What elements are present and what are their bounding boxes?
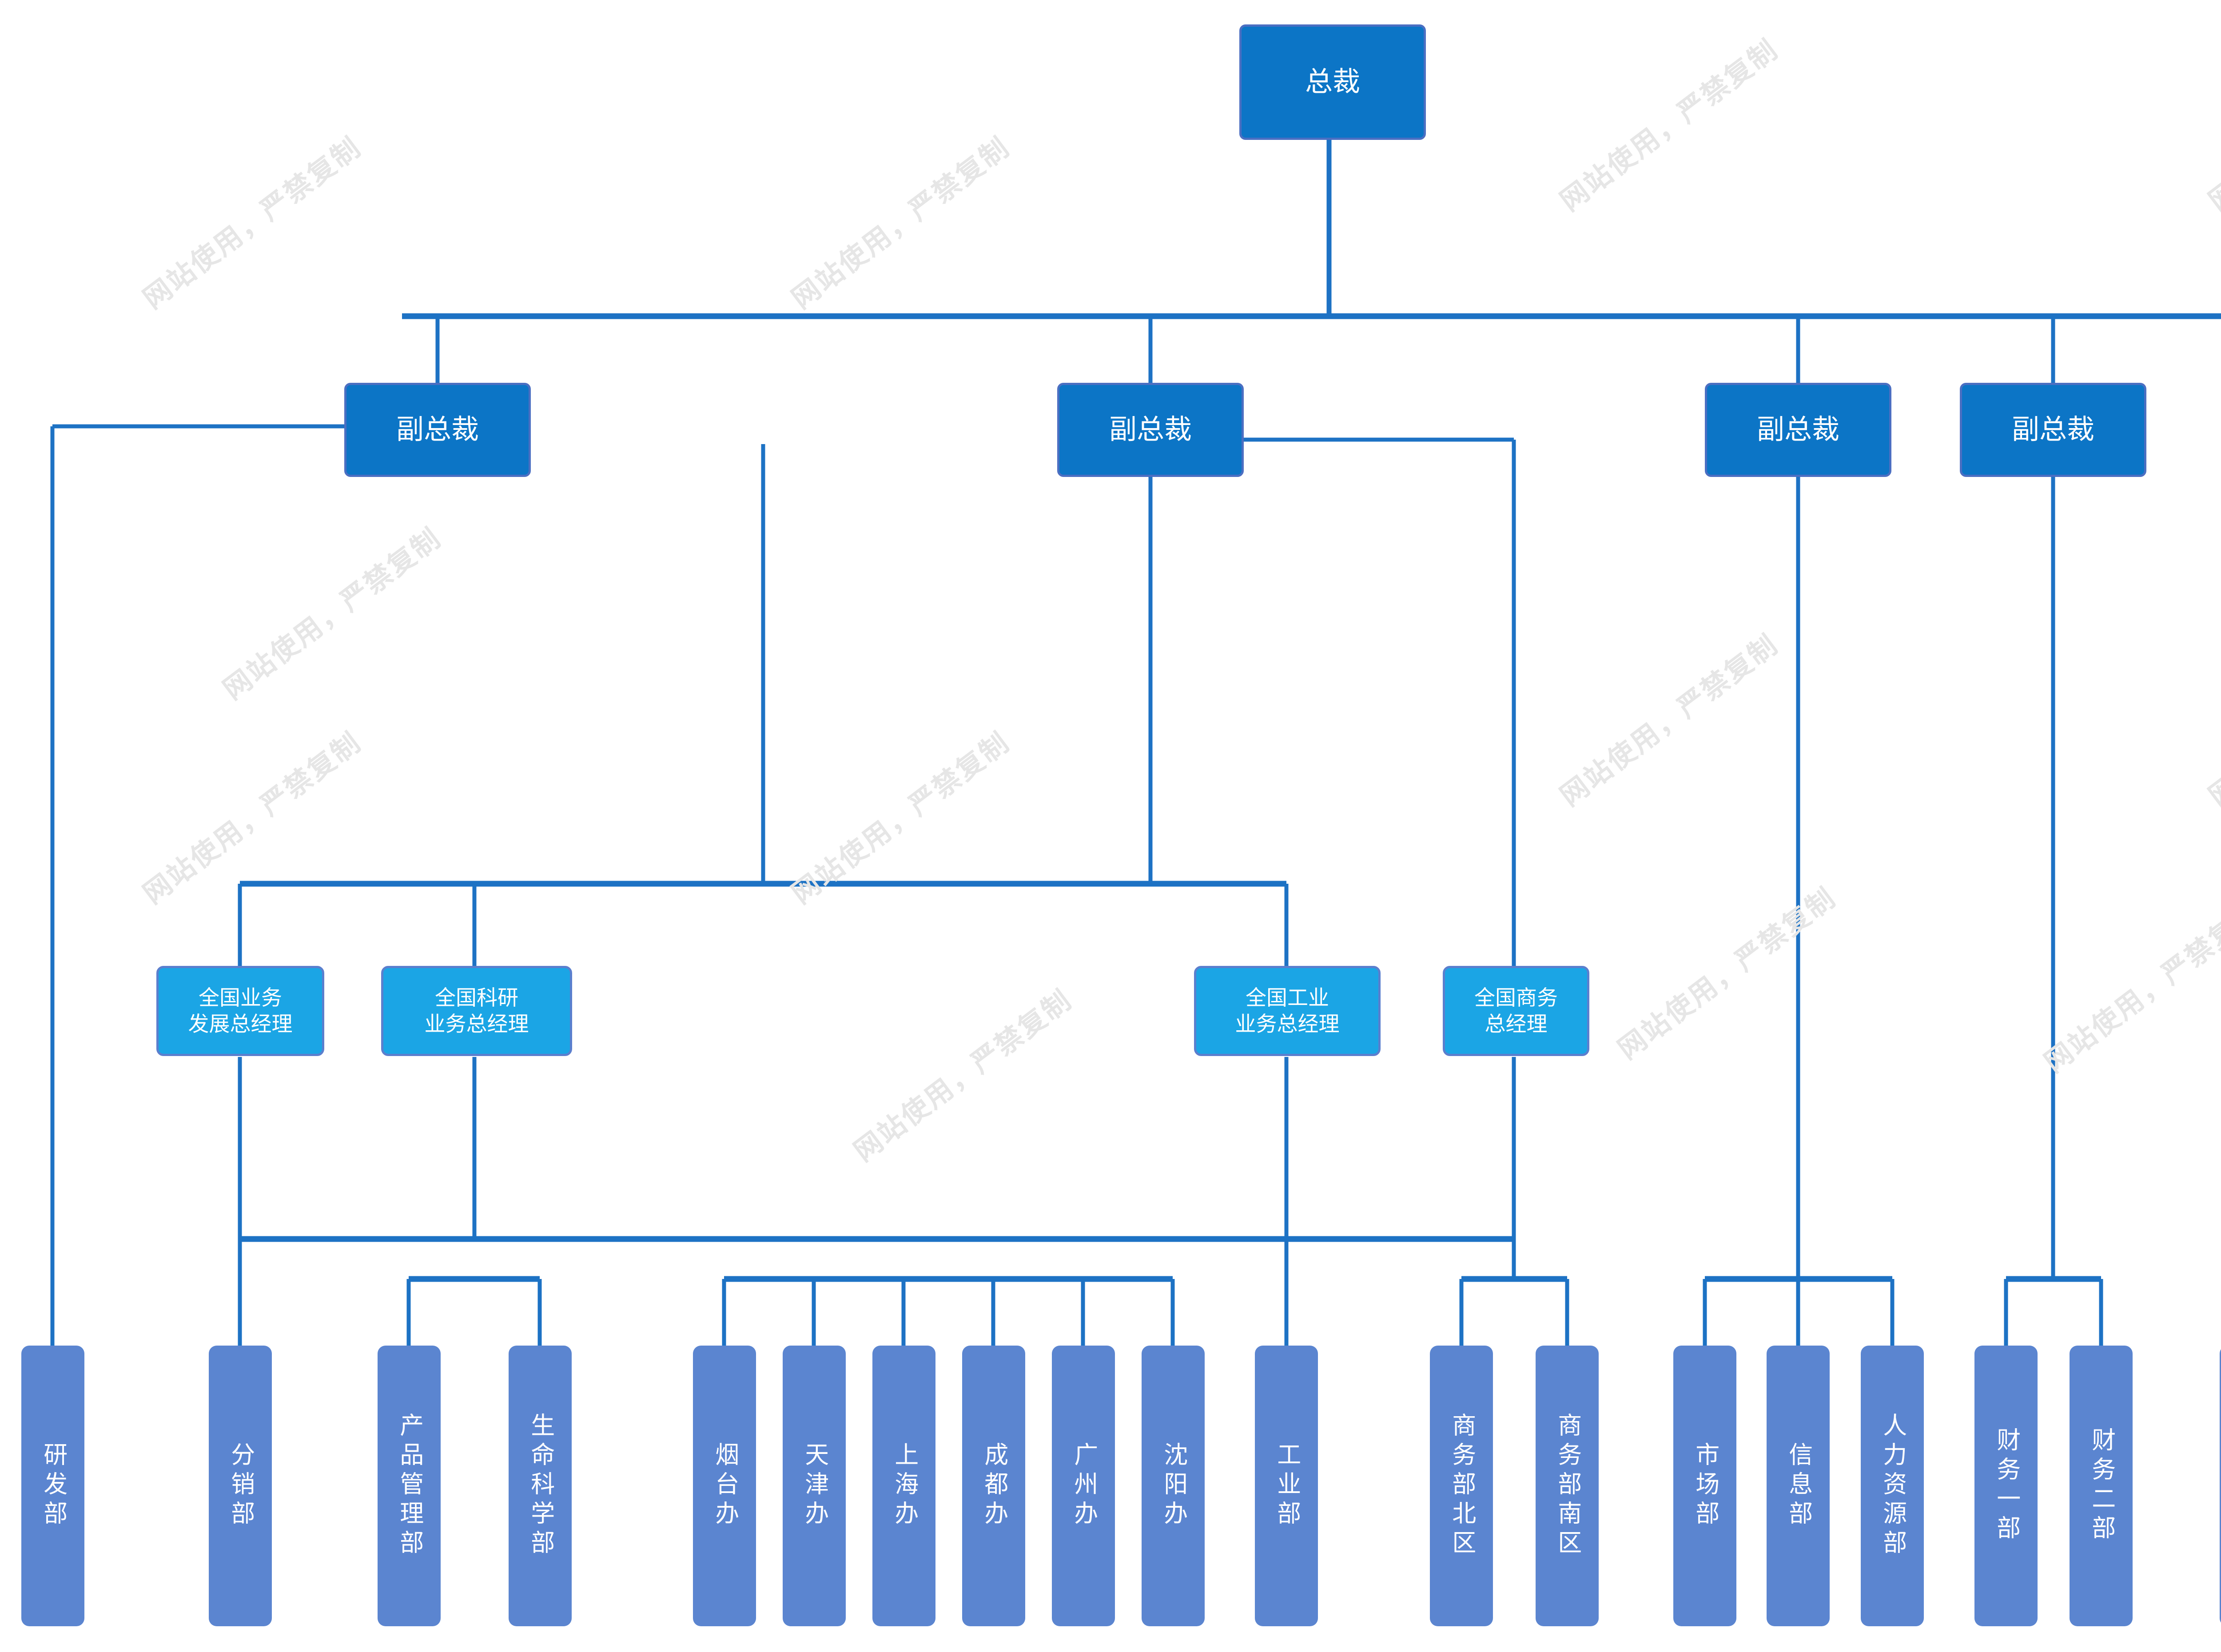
node-label: 研发部	[40, 1442, 67, 1530]
node-label: 人力资源部	[1879, 1413, 1906, 1559]
node-label: 副总裁	[396, 414, 479, 445]
node-office-chengdu[interactable]: 成都办	[962, 1346, 1025, 1626]
node-label: 分销部	[227, 1442, 254, 1530]
node-label: 产品管理部	[396, 1413, 423, 1559]
node-dept-product-management[interactable]: 产品管理部	[378, 1346, 441, 1626]
node-gm-research[interactable]: 全国科研 业务总经理	[381, 966, 572, 1056]
node-label: 工业部	[1273, 1442, 1300, 1530]
node-dept-commerce-south[interactable]: 商务部南区	[1536, 1346, 1599, 1626]
node-label: 生命科学部	[527, 1413, 554, 1559]
node-vice-president-4[interactable]: 副总裁	[1960, 383, 2146, 477]
node-dept-rd[interactable]: 研发部	[21, 1346, 84, 1626]
node-dept-finance-1[interactable]: 财务一部	[1974, 1346, 2038, 1626]
node-gm-business-development[interactable]: 全国业务 发展总经理	[156, 966, 324, 1056]
node-office-shenyang[interactable]: 沈阳办	[1142, 1346, 1205, 1626]
node-label: 沈阳办	[1160, 1442, 1187, 1530]
node-dept-office[interactable]: 办公室	[2220, 1346, 2221, 1626]
node-label: 成都办	[980, 1442, 1007, 1530]
node-label: 副总裁	[1756, 414, 1839, 445]
node-label: 市场部	[1692, 1442, 1719, 1530]
node-dept-life-science[interactable]: 生命科学部	[509, 1346, 572, 1626]
node-gm-industry[interactable]: 全国工业 业务总经理	[1194, 966, 1381, 1056]
node-label: 全国科研 业务总经理	[424, 985, 529, 1036]
node-label: 副总裁	[1109, 414, 1192, 445]
node-president[interactable]: 总裁	[1239, 24, 1426, 140]
node-dept-commerce-north[interactable]: 商务部北区	[1430, 1346, 1493, 1626]
node-dept-industry[interactable]: 工业部	[1255, 1346, 1318, 1626]
node-office-yantai[interactable]: 烟台办	[693, 1346, 756, 1626]
node-label: 商务部北区	[1448, 1413, 1475, 1559]
node-label: 上海办	[891, 1442, 918, 1530]
node-label: 广州办	[1070, 1442, 1097, 1530]
node-office-shanghai[interactable]: 上海办	[872, 1346, 935, 1626]
node-dept-human-resources[interactable]: 人力资源部	[1861, 1346, 1924, 1626]
node-label: 商务部南区	[1554, 1413, 1581, 1559]
node-label: 全国工业 业务总经理	[1235, 985, 1340, 1036]
node-label: 烟台办	[711, 1442, 738, 1530]
node-office-guangzhou[interactable]: 广州办	[1052, 1346, 1115, 1626]
node-vice-president-1[interactable]: 副总裁	[344, 383, 531, 477]
node-dept-finance-2[interactable]: 财务二部	[2070, 1346, 2133, 1626]
node-label: 副总裁	[2011, 414, 2094, 445]
node-label: 财务二部	[2088, 1427, 2115, 1545]
node-dept-distribution[interactable]: 分销部	[209, 1346, 272, 1626]
node-label: 天津办	[801, 1442, 828, 1530]
node-label: 全国业务 发展总经理	[188, 985, 293, 1036]
node-label: 总裁	[1305, 67, 1360, 98]
node-vice-president-3[interactable]: 副总裁	[1705, 383, 1891, 477]
node-label: 全国商务 总经理	[1474, 985, 1558, 1036]
node-label: 信息部	[1785, 1442, 1812, 1530]
node-label: 财务一部	[1993, 1427, 2020, 1545]
node-office-tianjin[interactable]: 天津办	[783, 1346, 846, 1626]
node-vice-president-2[interactable]: 副总裁	[1057, 383, 1244, 477]
node-gm-commerce[interactable]: 全国商务 总经理	[1443, 966, 1589, 1056]
node-dept-marketing[interactable]: 市场部	[1673, 1346, 1736, 1626]
node-dept-information[interactable]: 信息部	[1767, 1346, 1830, 1626]
